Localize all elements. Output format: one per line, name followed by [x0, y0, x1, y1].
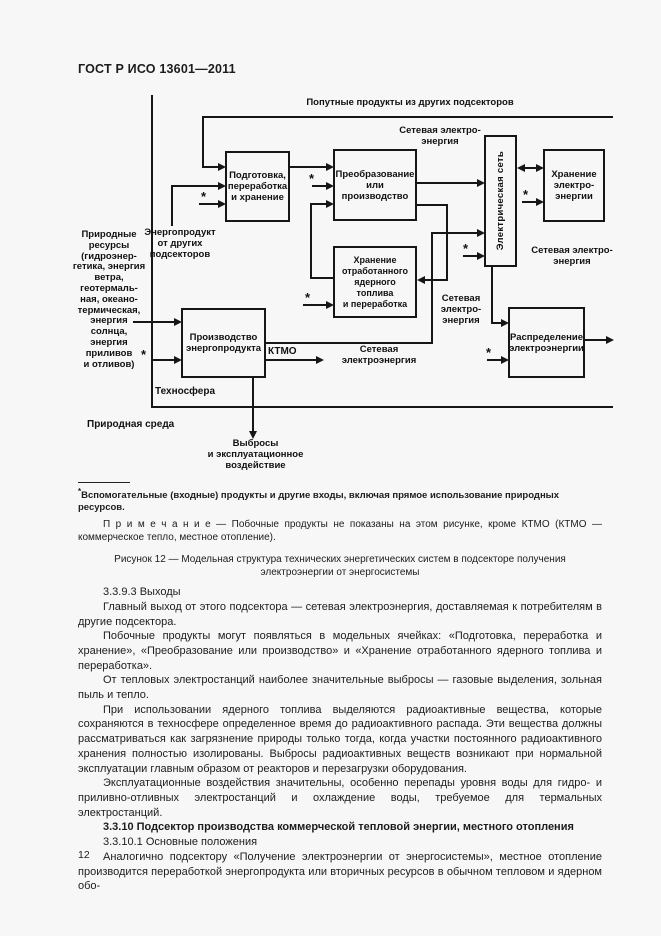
arrowhead-icon	[326, 200, 334, 208]
footnote-text: Вспомогательные (входные) продукты и дру…	[78, 490, 560, 514]
connector-line	[153, 359, 174, 361]
footnote-marker: *	[78, 487, 82, 496]
arrowhead-icon	[218, 163, 226, 171]
arrowhead-icon	[218, 200, 226, 208]
technosphere-frame-left-line	[151, 95, 153, 408]
page-number: 12	[78, 849, 90, 861]
footnote-rule	[78, 482, 130, 483]
label-natural-resources: Природные ресурсы (гидроэнер- гетика, эн…	[72, 229, 146, 370]
connector-line	[310, 277, 333, 279]
label-grid-electricity-top: Сетевая электро- энергия	[399, 125, 481, 147]
arrowhead-icon	[316, 356, 324, 364]
connector-line	[312, 185, 326, 187]
arrowhead-icon	[501, 356, 509, 364]
connector-line	[202, 166, 218, 168]
connector-line	[424, 279, 448, 281]
arrowhead-icon	[218, 182, 226, 190]
connector-line	[171, 186, 173, 226]
connector-line	[310, 203, 312, 279]
box-conversion-or-production: Преобразование или производство	[333, 149, 417, 221]
label-technosphere: Техносфера	[155, 386, 216, 397]
figure-caption: Рисунок 12 — Модельная структура техниче…	[114, 554, 566, 579]
arrowhead-icon	[536, 198, 544, 206]
box-electricity-distribution: Распределение электроэнергии	[508, 307, 585, 378]
connector-line	[523, 167, 537, 169]
box-electricity-storage: Хранение электро- энергии	[543, 149, 605, 222]
connector-line	[522, 201, 536, 203]
connector-line	[171, 185, 218, 187]
paragraph-nuclear-fuel: При использовании ядерного топлива выдел…	[78, 703, 602, 775]
connector-line	[431, 232, 477, 234]
arrowhead-icon	[174, 356, 182, 364]
arrowhead-icon	[249, 431, 257, 439]
connector-line	[266, 359, 316, 361]
text-column: *Вспомогательные (входные) продукты и др…	[78, 482, 602, 894]
label-byproducts-from-other-subsectors: Попутные продукты из других подсекторов	[306, 97, 514, 108]
box-energy-product-production: Производство энергопродукта	[181, 308, 266, 378]
connector-line	[290, 166, 326, 168]
connector-line	[417, 204, 448, 206]
arrowhead-icon	[606, 336, 614, 344]
label-energy-product-from-other-subsectors: Энергопродукт от других подсекторов	[144, 227, 216, 260]
asterisk-marker: *	[463, 241, 469, 256]
asterisk-marker: *	[486, 345, 492, 360]
box-electrical-grid: Электрическая сеть	[484, 135, 517, 267]
box-spent-nuclear-fuel-storage: Хранение отработанного ядерного топлива …	[333, 246, 417, 318]
asterisk-marker: *	[305, 290, 311, 305]
label-ktmo: КТМО	[268, 346, 297, 357]
asterisk-marker: *	[309, 171, 315, 186]
asterisk-marker: *	[523, 187, 529, 202]
connector-line	[431, 232, 433, 344]
footnote: *Вспомогательные (входные) продукты и др…	[78, 486, 602, 514]
connector-line	[491, 267, 493, 324]
connector-line	[266, 342, 433, 344]
connector-line	[252, 378, 254, 431]
connector-line	[303, 304, 326, 306]
connector-line	[491, 322, 501, 324]
technosphere-frame-bottom-line	[151, 406, 613, 408]
arrowhead-icon	[536, 164, 544, 172]
heading-3-3-9-3: 3.3.9.3 Выходы	[103, 586, 181, 599]
connector-line	[199, 203, 218, 205]
arrowhead-icon	[501, 319, 509, 327]
connector-line	[202, 116, 613, 118]
asterisk-marker: *	[201, 189, 207, 204]
standard-number-header: ГОСТ Р ИСО 13601—2011	[78, 62, 236, 76]
arrowhead-icon	[477, 179, 485, 187]
heading-3-3-10: 3.3.10 Подсектор производства коммерческ…	[103, 821, 574, 834]
figure-note: П р и м е ч а н и е — Побочные продукты …	[78, 519, 602, 543]
label-grid-electricity-far-right: Сетевая электро- энергия	[531, 245, 613, 267]
connector-line	[585, 339, 606, 341]
connector-line	[463, 255, 477, 257]
connector-line	[446, 204, 448, 281]
arrowhead-icon	[477, 229, 485, 237]
arrowhead-icon	[174, 318, 182, 326]
paragraph-operational-impacts: Эксплуатационные воздействия значительны…	[78, 777, 602, 819]
heading-3-3-10-1: 3.3.10.1 Основные положения	[103, 836, 258, 849]
arrowhead-icon	[477, 252, 485, 260]
paragraph-thermal-emissions: От тепловых электростанций наиболее знач…	[78, 674, 602, 702]
arrowhead-icon	[417, 276, 425, 284]
label-grid-electricity-right: Сетевая электро- энергия	[440, 293, 482, 326]
box-preparation-processing-storage: Подготовка, переработка и хранение	[225, 151, 290, 222]
connector-line	[133, 321, 174, 323]
paragraph-local-heating: Аналогично подсектору «Получение электро…	[78, 850, 602, 893]
arrowhead-icon	[326, 182, 334, 190]
label-emissions-impact: Выбросы и эксплуатационное воздействие	[207, 438, 304, 471]
arrowhead-icon	[517, 164, 525, 172]
paragraph-byproducts: Побочные продукты могут появляться в мод…	[78, 630, 602, 672]
arrowhead-icon	[326, 163, 334, 171]
connector-line	[487, 359, 501, 361]
arrowhead-icon	[326, 301, 334, 309]
connector-line	[202, 116, 204, 167]
asterisk-marker: *	[141, 347, 147, 362]
label-natural-environment: Природная среда	[87, 419, 175, 430]
connector-line	[417, 182, 477, 184]
connector-line	[310, 203, 326, 205]
paragraph-main-output: Главный выход от этого подсектора — сете…	[78, 600, 602, 628]
electrical-grid-label: Электрическая сеть	[495, 151, 506, 251]
label-grid-electricity-mid: Сетевая электроэнергия	[341, 344, 417, 366]
